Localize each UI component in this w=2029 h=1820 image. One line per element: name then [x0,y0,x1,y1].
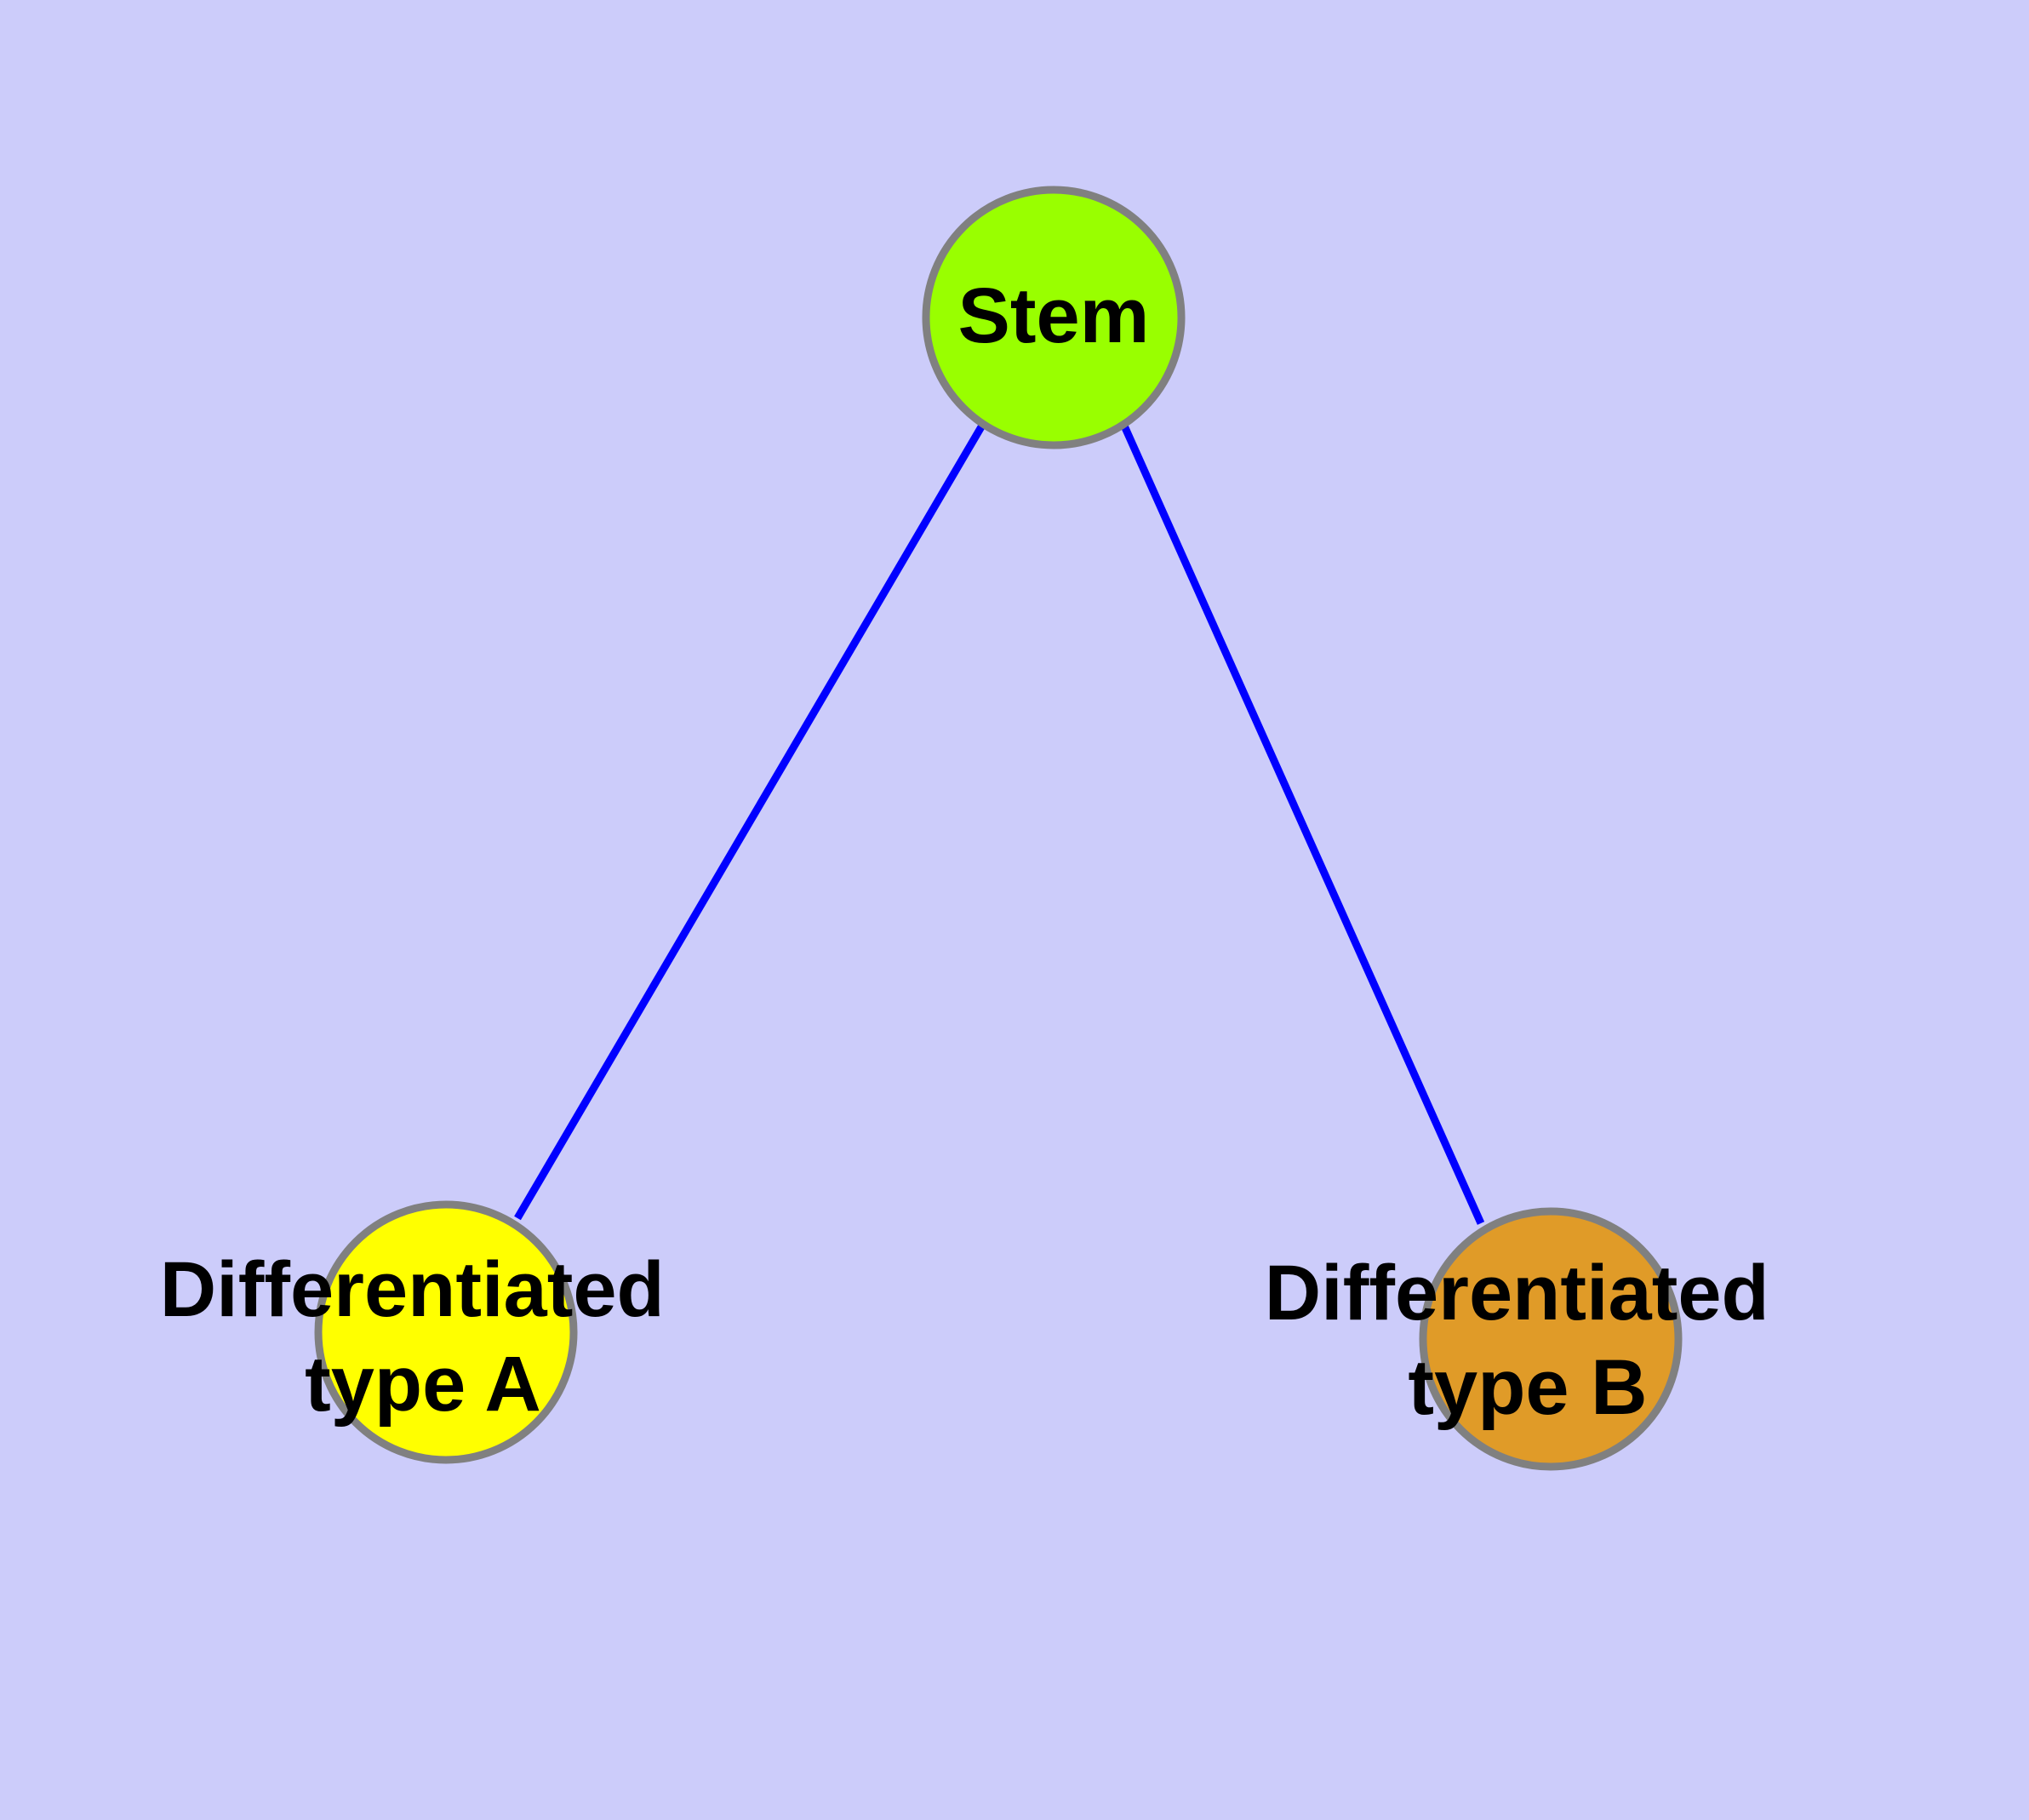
node-stem[interactable] [922,186,1186,449]
node-label-differentiated-type-a: Differentiated type A [160,1246,687,1428]
node-label-differentiated-type-a-line-2: type A [305,1341,541,1428]
node-label-differentiated-type-a-line-1: Differentiated [160,1246,665,1333]
node-differentiated-type-a[interactable] [314,1200,578,1464]
edge-stem-to-differentiated-type-b[interactable] [1119,422,1485,1225]
label-layer: Stem Differentiated type A Differentiate… [160,272,1792,1431]
node-label-differentiated-type-b-line-2: type B [1408,1344,1647,1431]
node-label-stem-line-1: Stem [958,272,1150,359]
node-layer [314,186,1683,1471]
edge-stem-to-differentiated-type-a[interactable] [514,421,986,1221]
node-label-differentiated-type-b-line-1: Differentiated [1265,1250,1769,1336]
node-label-differentiated-type-b: Differentiated type B [1265,1250,1792,1431]
node-differentiated-type-b[interactable] [1419,1207,1683,1471]
edge-layer [514,421,1485,1225]
node-label-stem: Stem [958,272,1150,359]
